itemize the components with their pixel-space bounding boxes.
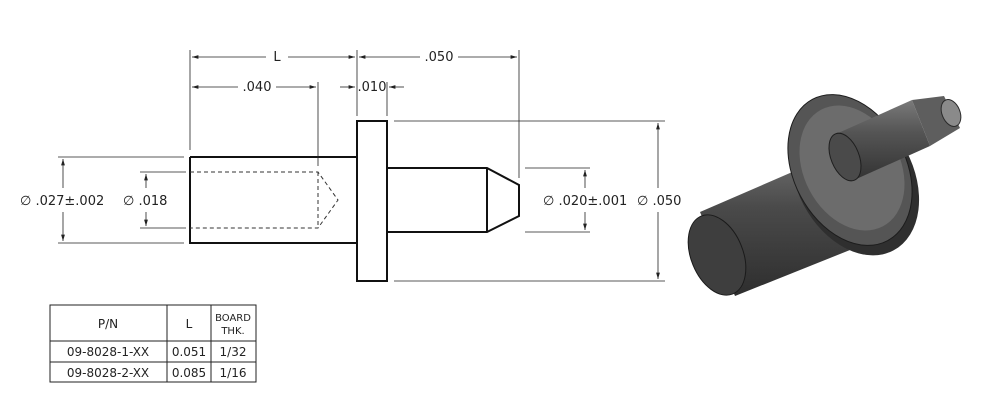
dim-shank-length: .040 [243,80,272,95]
shank-outline [189,156,357,244]
pin-outline [387,167,520,233]
table-cell-pn: 09-8028-1-XX [67,345,149,359]
dimension-lines [61,55,660,279]
table-cell-l: 0.085 [172,366,206,380]
hidden-bore [190,171,339,229]
pin-3d [828,96,962,182]
side-view [189,120,520,282]
dim-flange-thickness: .010 [358,80,387,95]
table-cell-pn: 09-8028-2-XX [67,366,149,380]
table-header-thk: THK. [220,326,244,337]
dim-shank-diameter: ∅ .027±.002 [20,194,104,209]
extension-lines [58,50,665,282]
table-cell-thk: 1/16 [220,366,247,380]
flange-outline [356,120,388,282]
table-cell-thk: 1/32 [220,345,247,359]
table-header-l: L [186,317,193,331]
table-header-board: BOARD [215,313,251,324]
dim-bore-diameter: ∅ .018 [123,194,167,209]
table-cell-l: 0.051 [172,345,206,359]
part-table: P/N L BOARD THK. 09-8028-1-XX 0.051 1/32… [49,304,257,383]
dim-overall-length: L [273,50,281,65]
dim-flange-diameter: ∅ .050 [637,194,681,209]
table-header-pn: P/N [98,317,118,331]
dim-pin-diameter: ∅ .020±.001 [543,194,627,209]
isometric-render [687,94,962,296]
dim-tip-length: .050 [425,50,454,65]
